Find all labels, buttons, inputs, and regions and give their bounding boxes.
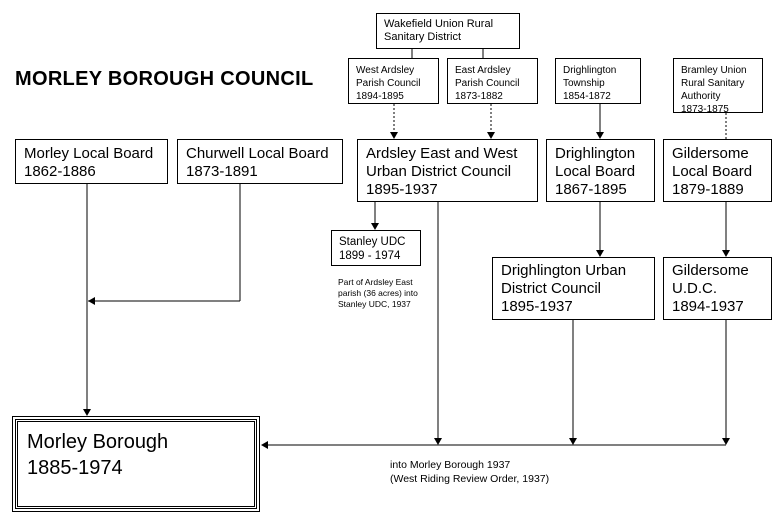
node-ardsley-udc: Ardsley East and West Urban District Cou… bbox=[357, 139, 538, 202]
node-stanley-udc: Stanley UDC 1899 - 1974 bbox=[331, 230, 421, 266]
node-drighlington-udc: Drighlington Urban District Council 1895… bbox=[492, 257, 655, 320]
node-drighlington-township: Drighlington Township 1854-1872 bbox=[555, 58, 641, 104]
node-wakefield-union: Wakefield Union Rural Sanitary District bbox=[376, 13, 520, 49]
node-bramley-union: Bramley Union Rural Sanitary Authority 1… bbox=[673, 58, 763, 115]
node-gildersome-local-board: Gildersome Local Board 1879-1889 bbox=[663, 139, 772, 202]
node-morley-borough: Morley Borough 1885-1974 bbox=[12, 416, 260, 512]
node-east-ardsley-parish: East Ardsley Parish Council 1873-1882 bbox=[447, 58, 538, 104]
note-stanley-transfer: Part of Ardsley East parish (36 acres) i… bbox=[338, 277, 418, 309]
diagram-title: MORLEY BOROUGH COUNCIL bbox=[15, 68, 314, 90]
node-churwell-local-board: Churwell Local Board 1873-1891 bbox=[177, 139, 343, 184]
node-west-ardsley-parish: West Ardsley Parish Council 1894-1895 bbox=[348, 58, 439, 104]
node-gildersome-udc: Gildersome U.D.C. 1894-1937 bbox=[663, 257, 772, 320]
node-drighlington-local-board: Drighlington Local Board 1867-1895 bbox=[546, 139, 655, 202]
note-review-order: into Morley Borough 1937 (West Riding Re… bbox=[390, 459, 550, 485]
node-morley-local-board: Morley Local Board 1862-1886 bbox=[15, 139, 168, 184]
